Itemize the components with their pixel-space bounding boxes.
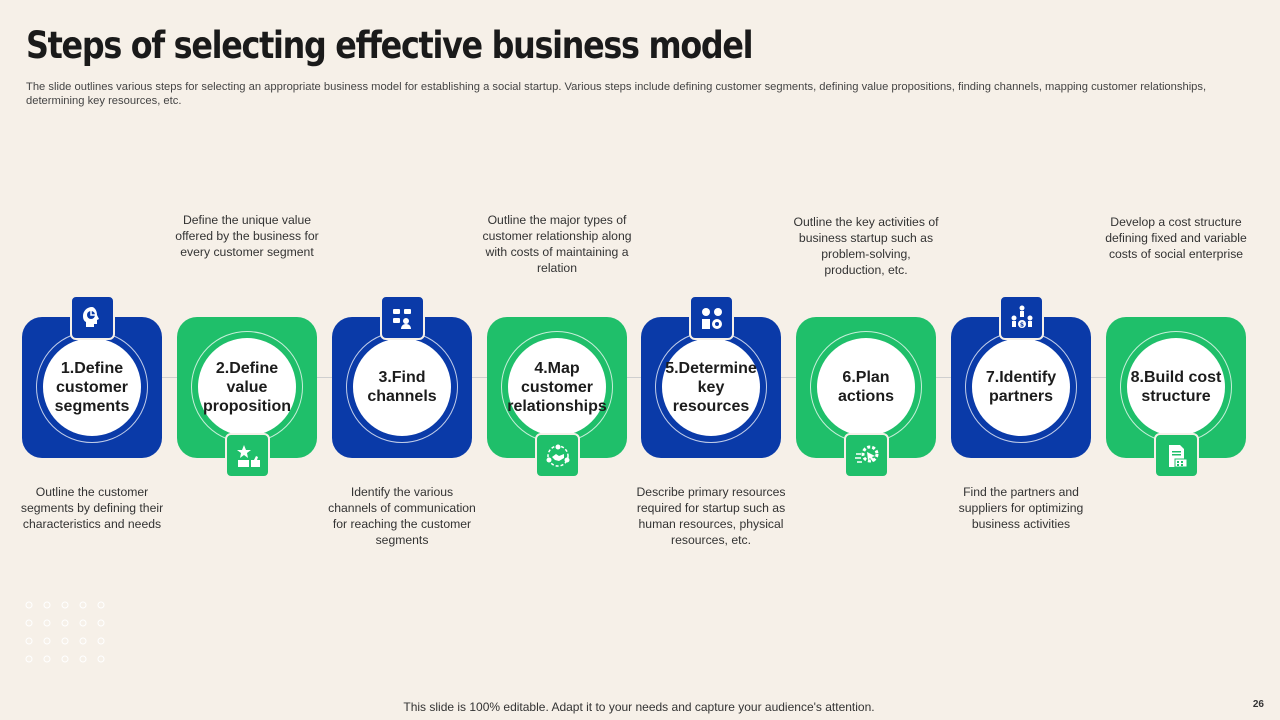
step-7-label: 7.Identify partners (985, 369, 1057, 405)
customer-segments-icon (70, 295, 115, 340)
slide-title: Steps of selecting effective business mo… (26, 24, 754, 67)
step-6-card: 6.Plan actions (796, 317, 936, 478)
step-circle: 4.Map customer relationships (507, 338, 607, 436)
handshake-icon (535, 433, 580, 478)
step-8-card: 8.Build cost structure (1106, 317, 1246, 478)
step-4-label: 4.Map customer relationships (507, 359, 607, 415)
step-circle: 3.Find channels (353, 338, 451, 436)
step-2-label: 2.Define value proposition (203, 359, 291, 415)
step-2-card: 2.Define value proposition (177, 317, 317, 478)
step-2-description: Define the unique value offered by the b… (175, 213, 319, 259)
step-3-description: Identify the various channels of communi… (328, 485, 476, 547)
cost-structure-icon (1154, 433, 1199, 478)
step-circle: 6.Plan actions (817, 338, 915, 436)
step-5-label: 5.Determine key resources (665, 359, 757, 415)
step-circle: 2.Define value proposition (198, 338, 296, 436)
step-1-label: 1.Define customer segments (54, 359, 130, 415)
svg-text:$: $ (1019, 321, 1023, 328)
slide-footer: This slide is 100% editable. Adapt it to… (403, 700, 875, 714)
step-circle: 5.Determine key resources (662, 338, 760, 436)
step-1-card: 1.Define customer segments (22, 295, 162, 458)
step-1-description: Outline the customer segments by definin… (20, 485, 164, 531)
slide-subtitle: The slide outlines various steps for sel… (26, 81, 1207, 107)
action-plan-icon (844, 433, 889, 478)
page-number: 26 (1252, 699, 1264, 710)
resources-icon (689, 295, 734, 340)
step-circle: 1.Define customer segments (43, 338, 141, 436)
step-6-description: Outline the key activities of business s… (793, 215, 939, 277)
step-8-description: Develop a cost structure defining fixed … (1105, 215, 1247, 261)
partners-icon: $ (999, 295, 1044, 340)
step-7-card: 7.Identify partners $ (951, 295, 1091, 458)
value-proposition-icon (225, 433, 270, 478)
step-4-description: Outline the major types of customer rela… (482, 213, 632, 275)
step-circle: 8.Build cost structure (1127, 338, 1225, 436)
step-3-label: 3.Find channels (367, 369, 437, 405)
step-5-card: 5.Determine key resources (641, 295, 781, 458)
process-connector-line (90, 377, 1190, 378)
step-3-card: 3.Find channels (332, 295, 472, 458)
step-5-description: Describe primary resources required for … (636, 485, 786, 547)
step-6-label: 6.Plan actions (837, 369, 894, 405)
step-4-card: 4.Map customer relationships (487, 317, 627, 478)
decorative-dot-grid (25, 601, 105, 663)
step-7-description: Find the partners and suppliers for opti… (958, 485, 1084, 531)
channels-icon (380, 295, 425, 340)
step-8-label: 8.Build cost structure (1130, 369, 1222, 405)
step-circle: 7.Identify partners (972, 338, 1070, 436)
